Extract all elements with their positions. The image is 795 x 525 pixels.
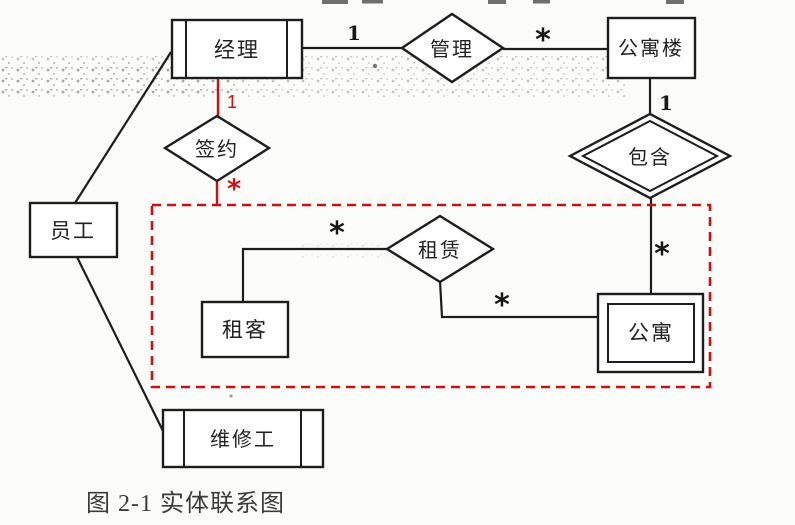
cardinality-labels: 1 * 1 * 1 * * * [227,21,673,323]
relationship-manages: 管理 [399,12,506,84]
relationship-rents-label: 租赁 [418,239,462,262]
highlight-group-box [150,203,712,389]
entity-manager: 经理 [170,18,304,80]
relationship-rents: 租赁 [384,214,496,284]
entity-tenant: 租客 [200,300,290,359]
cardinality-manager-signs: 1 [227,92,237,112]
edge-rents-tenant [241,247,387,302]
entity-apartment-label: 公寓 [628,322,674,345]
figure-caption: 图 2-1 实体联系图 [86,490,285,517]
entity-apartment: 公寓 [596,292,705,374]
entity-maintenance-worker-box [161,408,325,469]
relationship-signs-diamond [162,114,272,183]
edge-rents-apartment [438,280,598,319]
cardinality-rents-tenant: * [329,216,345,251]
entity-employee-label: 员工 [50,220,96,243]
entity-employee-box [28,201,119,259]
relationship-manages-label: 管理 [430,38,474,61]
entity-apartment-inner [607,303,695,363]
cardinality-manager-manages: 1 [347,21,361,45]
connectors-red [215,78,220,206]
entity-apartment-building-label: 公寓楼 [618,37,684,60]
cardinality-contains-apartment: * [654,237,670,272]
entity-manager-box [170,18,304,80]
relationship-contains-inner [580,119,720,193]
entity-maintenance-worker: 维修工 [161,408,325,469]
entity-apartment-building: 公寓楼 [606,16,697,80]
entity-manager-label: 经理 [214,39,260,62]
cardinality-manages-building: * [535,23,551,58]
relationship-rents-diamond [384,214,496,284]
scan-artifacts-top [322,0,684,4]
edge-employee-maintenance [76,256,165,434]
cardinality-signs-group: * [227,174,241,205]
entity-tenant-label: 租客 [222,319,268,342]
relationship-manages-diamond [399,12,506,84]
cardinality-building-contains: 1 [659,91,673,115]
relationship-contains-outer [567,112,733,200]
relationship-signs-label: 签约 [195,138,239,161]
entity-employee: 员工 [28,201,119,259]
relationship-contains: 包含 [567,112,733,200]
entity-apartment-building-box [606,16,697,80]
relationship-contains-label: 包含 [628,146,672,169]
cardinality-rents-apartment: * [494,288,510,323]
entity-apartment-outer [596,292,705,374]
connectors [74,46,653,434]
entity-maintenance-worker-label: 维修工 [210,428,276,451]
edge-manager-employee [74,51,172,204]
entity-tenant-box [200,300,290,359]
relationship-signs: 签约 [162,114,272,183]
